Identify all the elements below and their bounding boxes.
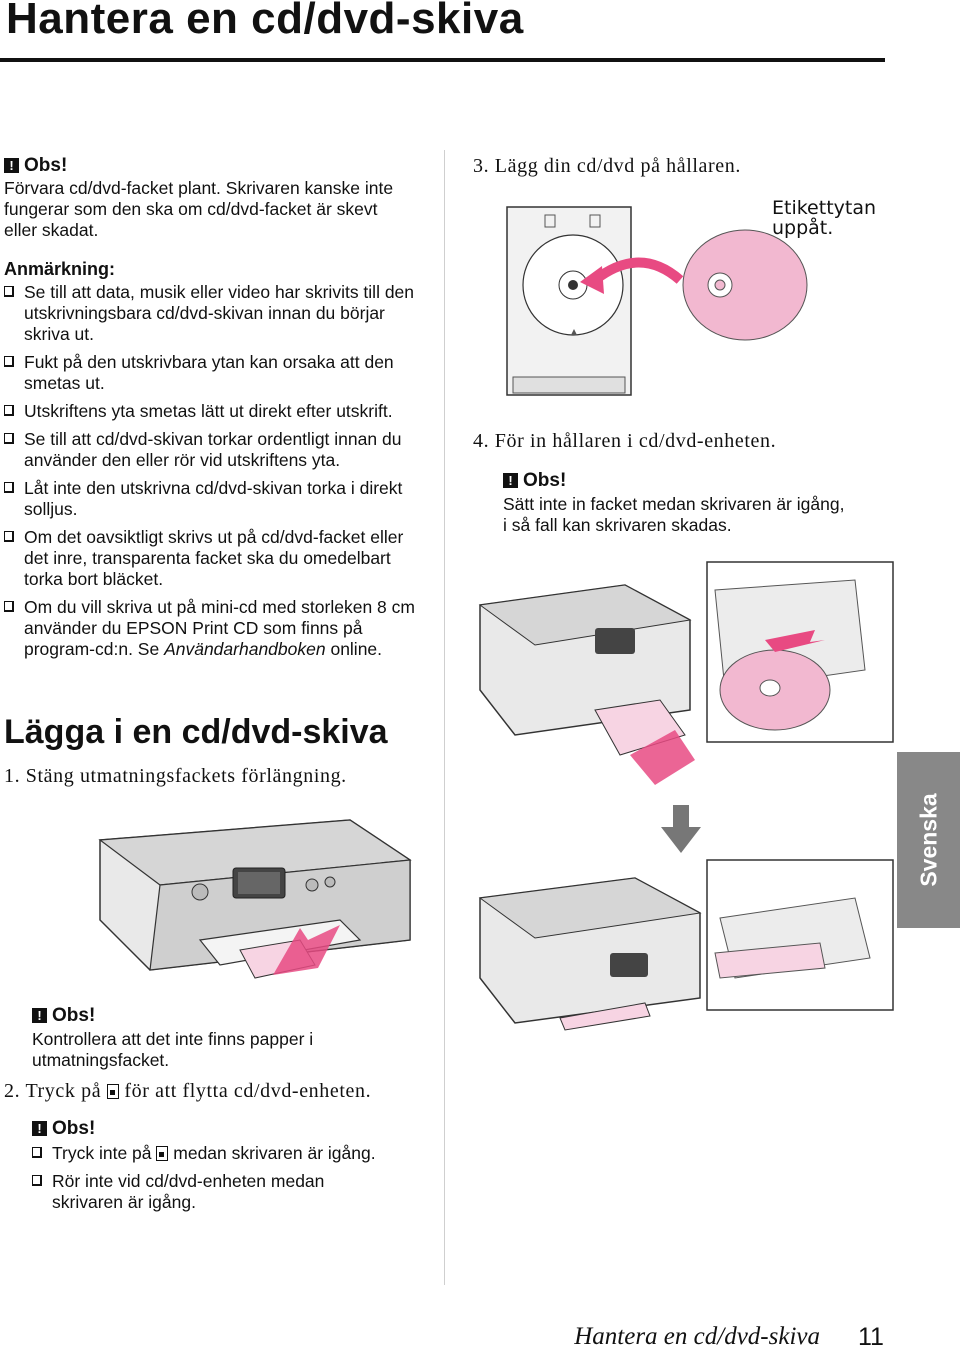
step-4: 4. För in hållaren i cd/dvd-enheten. <box>473 430 777 452</box>
warning-icon: ! <box>32 1008 47 1023</box>
list-item: Låt inte den utskrivna cd/dvd-skivan tor… <box>4 478 416 520</box>
checkbox-bullet-icon <box>32 1175 42 1186</box>
cd-tray-button-icon <box>156 1146 169 1161</box>
printer-output-tray-illustration <box>98 819 412 979</box>
obs-note-3: !Obs! Tryck inte på medan skrivaren är i… <box>32 1118 432 1213</box>
list-item: Tryck inte på medan skrivaren är igång. <box>32 1143 432 1164</box>
cd-tray-holder-illustration <box>506 206 632 396</box>
warning-icon: ! <box>4 158 19 173</box>
down-arrow-icon <box>661 805 701 853</box>
list-item: Utskriftens yta smetas lätt ut direkt ef… <box>4 401 416 422</box>
checkbox-bullet-icon <box>4 405 14 416</box>
list-item: Om du vill skriva ut på mini-cd med stor… <box>4 597 416 660</box>
list-item: Se till att cd/dvd-skivan torkar ordentl… <box>4 429 416 471</box>
step-1: 1. Stäng utmatningsfackets förlängning. <box>4 765 347 787</box>
list-item: Om det oavsiktligt skrivs ut på cd/dvd-f… <box>4 527 416 590</box>
warning-icon: ! <box>503 473 518 488</box>
title-rule <box>0 58 885 62</box>
obs-note-1: ! Obs! Förvara cd/dvd-facket plant. Skriv… <box>4 155 414 241</box>
list-item: Fukt på den utskrivbara ytan kan orsaka … <box>4 352 416 394</box>
cd-tray-button-icon <box>106 1084 119 1099</box>
cd-disc-icon <box>682 229 808 341</box>
insert-arrow-icon <box>580 257 684 294</box>
checkbox-bullet-icon <box>32 1147 42 1158</box>
obs-text: Förvara cd/dvd-facket plant. Skrivaren k… <box>4 178 394 240</box>
checkbox-bullet-icon <box>4 286 14 297</box>
obs-note-2: !Obs! Kontrollera att det inte finns pap… <box>32 1005 314 1070</box>
printer-tray-inserted-illustration <box>478 859 894 1031</box>
label-side-up-caption: Etikettytan uppåt. <box>772 197 877 239</box>
warning-icon: ! <box>32 1121 47 1136</box>
page-number: 11 <box>858 1323 884 1351</box>
manual-reference: Användarhandboken <box>164 639 326 659</box>
checkbox-bullet-icon <box>4 601 14 612</box>
checkbox-bullet-icon <box>4 531 14 542</box>
list-item: Se till att data, musik eller video har … <box>4 282 416 345</box>
checkbox-bullet-icon <box>4 433 14 444</box>
checkbox-bullet-icon <box>4 356 14 367</box>
footer-title: Hantera en cd/dvd-skiva <box>574 1323 820 1350</box>
obs-note-4: !Obs! Sätt inte in facket medan skrivare… <box>503 470 845 535</box>
note-block: Anmärkning: Se till att data, musik elle… <box>4 259 416 660</box>
column-divider <box>444 150 445 1285</box>
obs-label: Obs! <box>24 155 68 176</box>
checkbox-bullet-icon <box>4 482 14 493</box>
step-2: 2. Tryck på för att flytta cd/dvd-enhete… <box>4 1080 372 1102</box>
step-3: 3. Lägg din cd/dvd på hållaren. <box>473 155 741 177</box>
language-tab: Svenska <box>897 752 960 928</box>
section-title: Lägga i en cd/dvd-skiva <box>4 713 388 751</box>
note-label: Anmärkning: <box>4 259 116 279</box>
printer-insert-tray-illustration <box>478 561 894 785</box>
page-title: Hantera en cd/dvd-skiva <box>6 0 524 43</box>
